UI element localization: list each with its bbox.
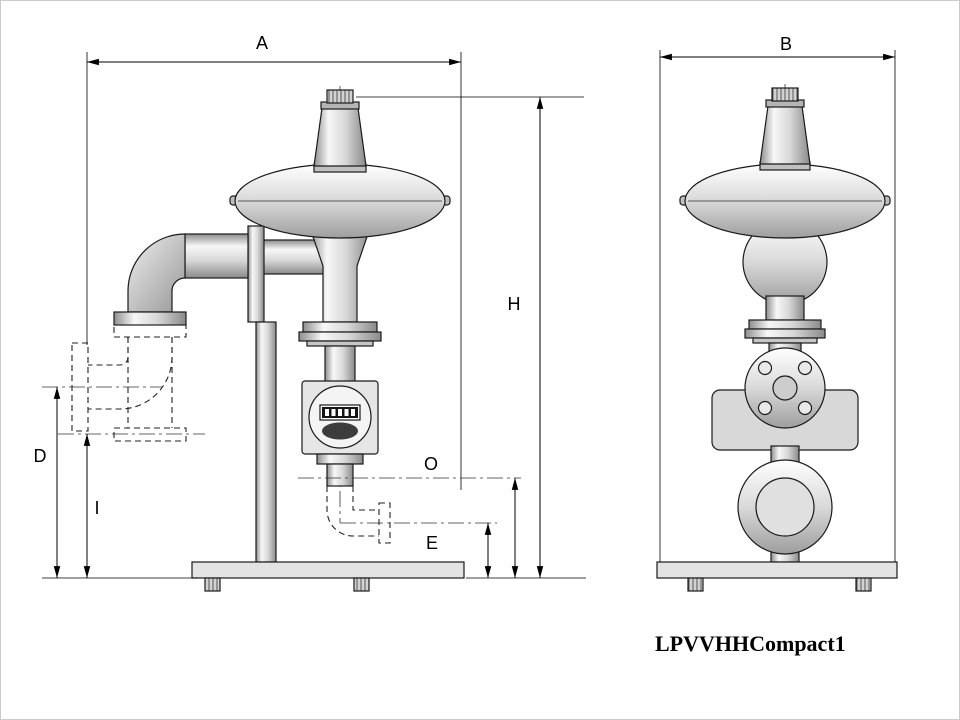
flange-gasket <box>752 337 818 344</box>
spring-tower <box>759 105 811 165</box>
drop-pipe <box>324 345 356 383</box>
outlet-flange-lower <box>298 331 382 342</box>
anchor-bolt <box>204 577 221 592</box>
dim-label-b: B <box>780 34 792 54</box>
dim-label-e: E <box>426 533 438 553</box>
inlet-pipe <box>184 233 249 279</box>
flange-bolt <box>757 360 773 376</box>
dim-label-h: H <box>508 294 521 314</box>
body-pipe <box>765 295 805 321</box>
register-digit <box>331 409 336 416</box>
inlet-elbow <box>113 225 326 326</box>
outlet-flange-upper <box>302 321 378 333</box>
meter-outlet-flange <box>316 453 364 465</box>
stand-side <box>656 561 898 592</box>
outlet-flange-upper <box>748 319 822 330</box>
meter-dial-shadow <box>322 422 358 440</box>
dim-label-a: A <box>256 33 268 53</box>
dashed-elbow-inner <box>352 486 379 511</box>
dim-label-o: O <box>424 454 438 474</box>
flange-bolt <box>797 400 813 416</box>
elbow-flange <box>113 311 187 326</box>
dashed-mating-flange <box>113 324 187 338</box>
dashed-inlet-spool <box>71 324 187 442</box>
anchor-bolt <box>353 577 370 592</box>
side-view: B <box>656 34 898 592</box>
register-digit <box>325 409 329 416</box>
flange-bolt <box>797 360 813 376</box>
anchor-bolt <box>687 577 704 592</box>
adjuster-cap <box>771 87 799 102</box>
front-dimensions: A H O E D I <box>34 33 586 579</box>
gas-meter-side <box>711 347 859 563</box>
stand <box>191 321 465 592</box>
elbow-bend <box>127 233 186 313</box>
dim-label-d: D <box>34 446 47 466</box>
base-plate <box>191 561 465 579</box>
front-view: A H O E D I <box>34 33 586 592</box>
flange-gasket <box>306 340 374 347</box>
inlet-flange-plate <box>247 225 265 323</box>
stand-column <box>255 321 277 563</box>
connecting-pipe <box>262 239 326 275</box>
adjuster-cap <box>326 89 354 104</box>
base-plate <box>656 561 898 579</box>
register-digit <box>351 409 355 416</box>
dashed-elbow-inner <box>88 337 129 366</box>
register-digit <box>338 409 342 416</box>
register-digit <box>344 409 349 416</box>
dim-label-i: I <box>94 498 99 518</box>
spring-tower <box>313 107 367 167</box>
meter-outlet-pipe <box>326 463 354 487</box>
flange-hub <box>772 375 798 401</box>
side-dimensions: B <box>659 34 896 562</box>
drawing-title: LPVVHHCompact1 <box>655 631 846 656</box>
lower-elbow-hub <box>755 477 815 537</box>
dashed-elbow-outer <box>88 337 173 410</box>
pressure-regulator-side <box>679 87 891 354</box>
dashed-elbow-outer <box>326 486 379 537</box>
dashed-outlet-elbow <box>326 486 391 544</box>
anchor-bolt <box>855 577 872 592</box>
outlet-flange-lower <box>744 328 826 339</box>
flange-bolt <box>757 400 773 416</box>
dashed-bottom-flange <box>113 427 187 442</box>
regulator-body <box>309 227 371 323</box>
pressure-regulator <box>229 89 451 383</box>
gas-meter <box>301 380 379 487</box>
